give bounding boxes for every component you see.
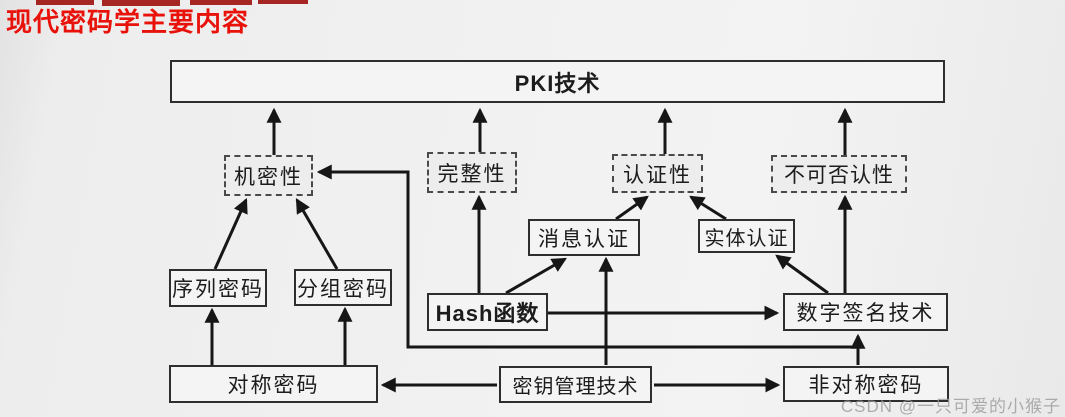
node-non-repudiation: 不可否认性 bbox=[771, 155, 907, 193]
node-entity-auth: 实体认证 bbox=[698, 219, 795, 253]
node-message-auth-label: 消息认证 bbox=[538, 226, 630, 251]
node-confidentiality-label: 机密性 bbox=[234, 164, 303, 189]
node-block-cipher-label: 分组密码 bbox=[297, 276, 389, 301]
arrow-hash-messageauth bbox=[505, 257, 567, 295]
top-clipped-text-streak bbox=[258, 0, 308, 4]
node-pki: PKI技术 bbox=[170, 60, 945, 103]
node-digital-signature-label: 数字签名技术 bbox=[796, 301, 935, 325]
node-authenticity-label: 认证性 bbox=[623, 162, 692, 187]
node-confidentiality: 机密性 bbox=[224, 155, 313, 196]
arrow-digitalsignature-entityauth bbox=[775, 254, 829, 295]
node-pki-label: PKI技术 bbox=[514, 70, 601, 96]
top-clipped-text-streak bbox=[190, 0, 252, 5]
node-symmetric: 对称密码 bbox=[169, 365, 378, 403]
node-key-management-label: 密钥管理技术 bbox=[512, 376, 639, 398]
page-title: 现代密码学主要内容 bbox=[6, 7, 250, 37]
arrow-blockcipher-confidentiality bbox=[295, 198, 339, 270]
node-symmetric-label: 对称密码 bbox=[227, 373, 320, 397]
arrow-messageauth-authenticity bbox=[615, 195, 649, 221]
arrow-asymmetric-confidentiality bbox=[316, 164, 858, 349]
node-integrity-label: 完整性 bbox=[437, 161, 507, 186]
node-message-auth: 消息认证 bbox=[528, 219, 640, 256]
node-non-repudiation-label: 不可否认性 bbox=[784, 163, 894, 187]
node-authenticity: 认证性 bbox=[612, 154, 703, 193]
node-hash-label: Hash函数 bbox=[435, 301, 540, 326]
node-digital-signature: 数字签名技术 bbox=[783, 293, 948, 331]
arrow-entityauth-authenticity bbox=[689, 195, 727, 221]
node-stream-cipher: 序列密码 bbox=[169, 269, 267, 307]
node-hash: Hash函数 bbox=[427, 293, 548, 331]
top-clipped-text-streak bbox=[36, 0, 94, 5]
node-asymmetric-label: 非对称密码 bbox=[808, 373, 924, 397]
node-asymmetric: 非对称密码 bbox=[783, 366, 949, 402]
top-clipped-text-streak bbox=[102, 0, 180, 6]
watermark: CSDN @一只可爱的小猴子 bbox=[840, 397, 1061, 416]
arrow-streamcipher-confidentiality bbox=[213, 197, 248, 270]
node-integrity: 完整性 bbox=[427, 152, 517, 193]
node-stream-cipher-label: 序列密码 bbox=[172, 277, 264, 301]
node-block-cipher: 分组密码 bbox=[294, 269, 392, 306]
node-entity-auth-label: 实体认证 bbox=[704, 227, 789, 250]
node-key-management: 密钥管理技术 bbox=[499, 366, 652, 403]
